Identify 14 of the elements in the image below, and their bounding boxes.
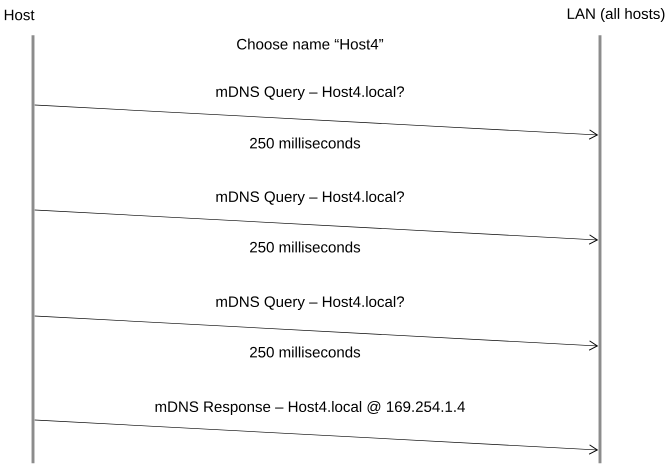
message-label: mDNS Query – Host4.local? — [216, 296, 404, 310]
lifeline-heading: LAN (all hosts) — [568, 8, 664, 22]
note-text: 250 milliseconds — [250, 241, 360, 253]
arrow — [34, 104, 598, 140]
message-label: mDNS Query – Host4.local? — [216, 190, 404, 205]
note-text: 250 milliseconds — [250, 137, 360, 149]
arrow — [34, 316, 598, 351]
arrow — [34, 420, 598, 455]
message-label: mDNS Response – Host4.local @ 169.254.1.4 — [156, 400, 465, 415]
note-text: Choose name “Host4” — [237, 38, 384, 50]
note-text: 250 milliseconds — [250, 346, 360, 358]
lifeline-heading: Host — [4, 10, 34, 20]
arrow — [34, 210, 598, 245]
message-label: mDNS Query – Host4.local? — [216, 86, 404, 100]
